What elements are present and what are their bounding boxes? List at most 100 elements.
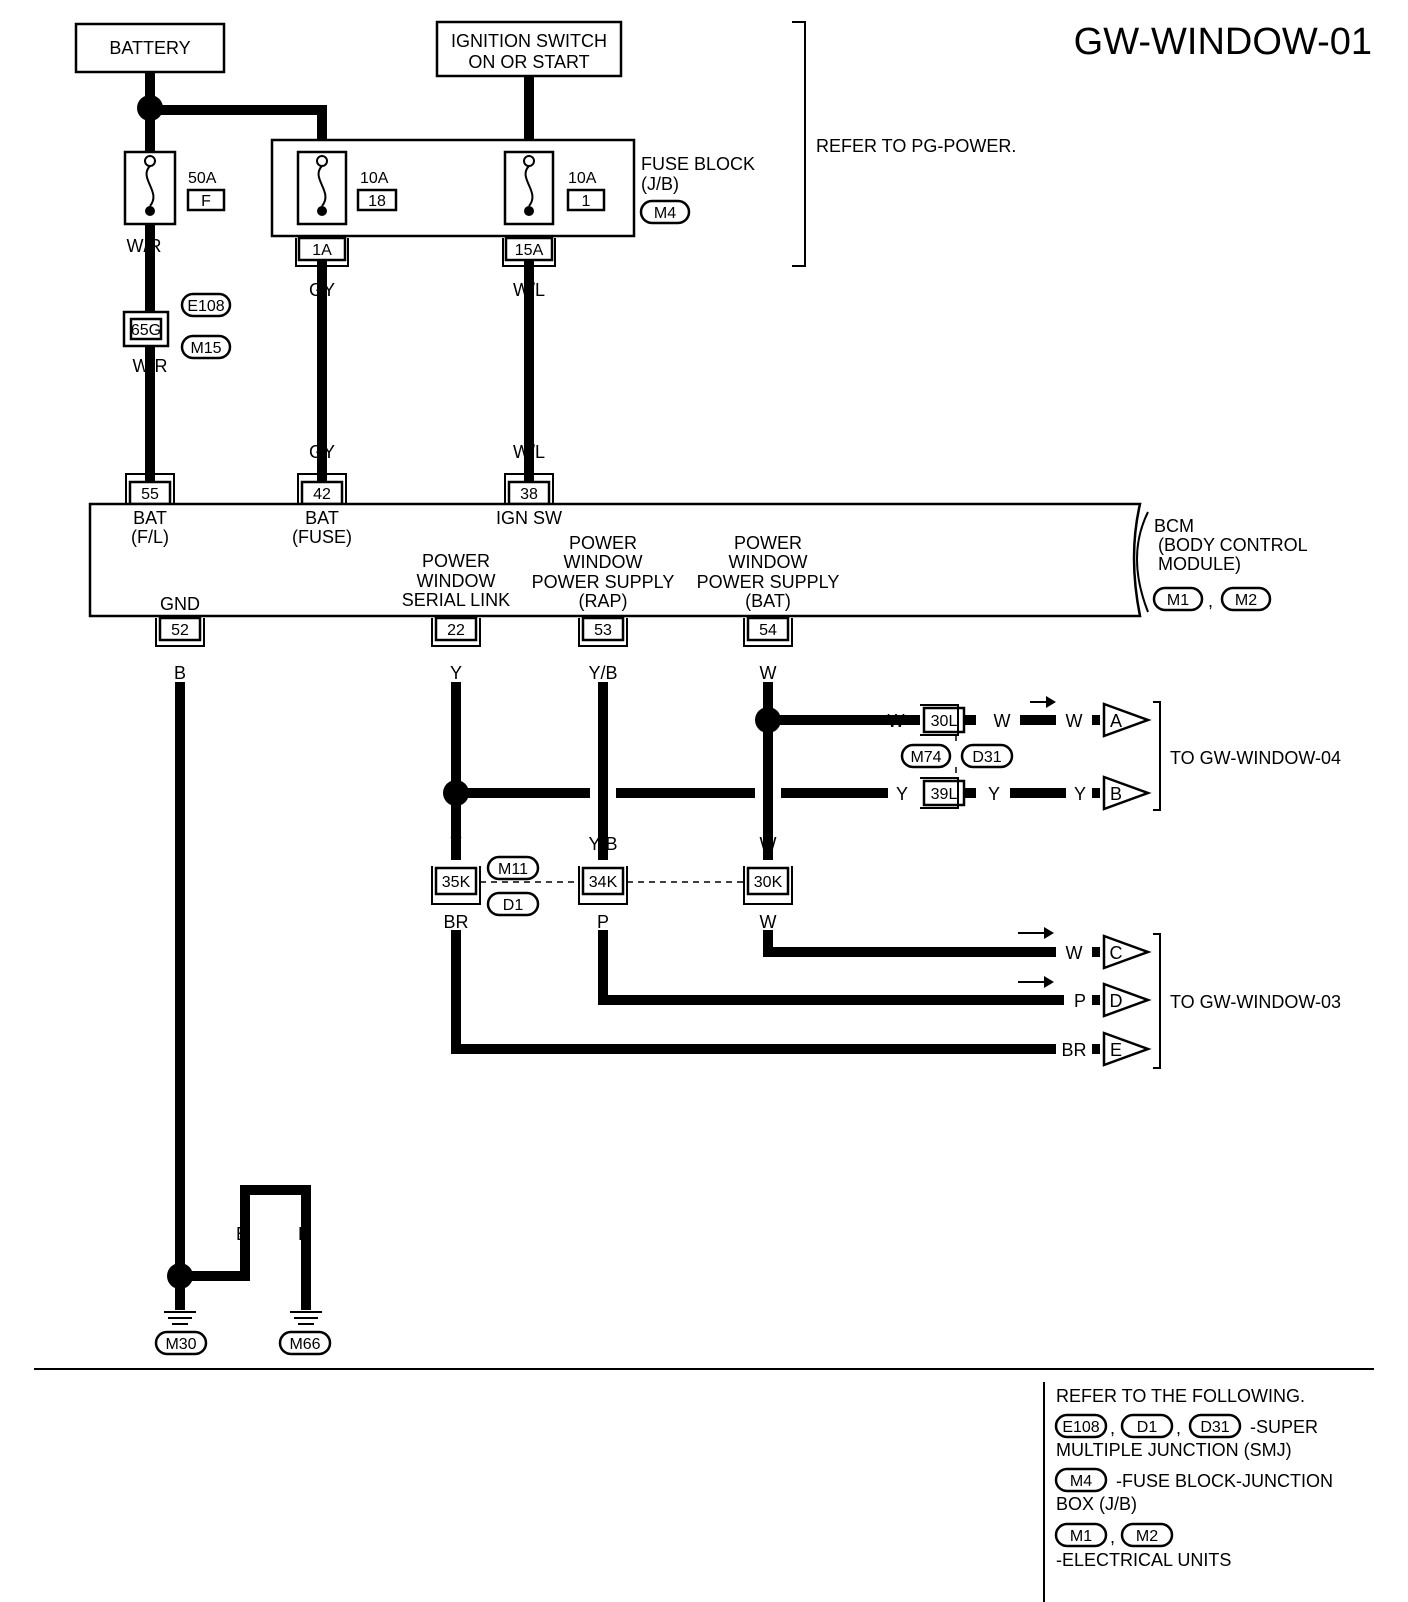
- legend-e108: E108: [1062, 1419, 1099, 1436]
- ground-symbol-m30: [164, 1311, 196, 1325]
- m74-label: M74: [910, 749, 941, 766]
- svg-text:30L: 30L: [931, 713, 958, 730]
- svg-text:53: 53: [594, 622, 612, 639]
- svg-text:35K: 35K: [442, 874, 471, 891]
- legend-title: REFER TO THE FOLLOWING.: [1056, 1386, 1305, 1406]
- d1-label: D1: [503, 897, 524, 914]
- wire-label-b-3: B: [236, 1224, 248, 1244]
- wire-label-y-1: Y: [450, 663, 462, 683]
- wire-label-yb-1: Y/B: [588, 663, 617, 683]
- ignition-label-line1: IGNITION SWITCH: [451, 31, 607, 51]
- wire-label-yb-2: Y/B: [588, 834, 617, 854]
- wire-label-b-4: B: [298, 1224, 310, 1244]
- wire-label-b-1: B: [174, 663, 186, 683]
- m15-oval: [180, 334, 232, 360]
- wire-label-y-b2: Y: [988, 784, 1000, 804]
- wire-label-y-2: Y: [450, 834, 462, 854]
- d31-oval: [960, 743, 1014, 769]
- legend-m4: M4: [1070, 1473, 1092, 1490]
- svg-text:C: C: [1110, 943, 1123, 963]
- wire-label-w-a1: W: [888, 711, 905, 731]
- legend-m4-oval: [1054, 1467, 1108, 1493]
- bcm-name-l3: MODULE): [1158, 554, 1241, 574]
- wire-ground-loop: [180, 1185, 311, 1310]
- wire-battery-branch: [150, 105, 327, 140]
- wire-br-to-e: [451, 930, 1056, 1054]
- m66-label: M66: [289, 1336, 320, 1353]
- svg-text:B: B: [1110, 784, 1122, 804]
- terminal-b: B: [1102, 775, 1152, 811]
- wire-label-gy-2: GY: [309, 442, 335, 462]
- connector-52: 52: [155, 616, 205, 647]
- legend-smj-t1: -SUPER: [1250, 1417, 1318, 1437]
- bcm-pin22-l2: WINDOW: [417, 571, 496, 591]
- ground-symbol-m66: [290, 1311, 322, 1325]
- wire-label-p: P: [597, 912, 609, 932]
- bcm-box: [88, 502, 1142, 618]
- m74-oval: [900, 743, 952, 769]
- splice-battery: [137, 95, 163, 121]
- fuse-block-label: FUSE BLOCK: [641, 154, 755, 174]
- legend-d31: D31: [1200, 1419, 1229, 1436]
- svg-text:,: ,: [1176, 1418, 1181, 1438]
- bcm-name-l1: BCM: [1154, 516, 1194, 536]
- wire-label-w-a2: W: [994, 711, 1011, 731]
- svg-text:54: 54: [759, 622, 777, 639]
- svg-text:30K: 30K: [754, 874, 783, 891]
- e108-oval: [180, 292, 232, 318]
- connector-35k: 35K: [431, 866, 481, 905]
- fuse-block-conn-oval: [639, 199, 691, 225]
- legend-m2-oval: [1120, 1522, 1174, 1548]
- fuse1-id: 1: [582, 193, 591, 210]
- connector-38: 38: [504, 473, 554, 506]
- connector-34k: 34K: [578, 866, 628, 905]
- svg-text:D: D: [1110, 991, 1123, 1011]
- connector-65g: 65G: [122, 310, 170, 348]
- legend-jb-t2: BOX (J/B): [1056, 1494, 1137, 1514]
- bcm-pin54-l1: POWER: [734, 533, 802, 553]
- wire-w-to-c: [763, 930, 1056, 957]
- wire-p-to-d: [598, 930, 1064, 1005]
- svg-text:E: E: [1110, 1040, 1122, 1060]
- ignition-label-line2: ON OR START: [468, 52, 589, 72]
- wire-label-p-d: P: [1074, 991, 1086, 1011]
- bracket-04: [1153, 701, 1161, 811]
- wire-label-br: BR: [443, 912, 468, 932]
- bcm-pin38: IGN SW: [496, 508, 562, 528]
- terminal-d: D: [1102, 982, 1152, 1018]
- bcm-pin22-l1: POWER: [422, 551, 490, 571]
- bcm-pin54-l4: (BAT): [745, 591, 791, 611]
- connector-53: 53: [578, 616, 628, 647]
- wire-label-wr-2: W/R: [133, 356, 168, 376]
- bcm-pin42-l2: (FUSE): [292, 527, 352, 547]
- wire-label-br-e: BR: [1061, 1040, 1086, 1060]
- m11-oval: [486, 855, 540, 881]
- bcm-pin55-l2: (F/L): [131, 527, 169, 547]
- wire-label-y-b1: Y: [896, 784, 908, 804]
- fuse18-amp: 10A: [360, 170, 389, 187]
- to-gw-window-03: TO GW-WINDOW-03: [1170, 992, 1341, 1012]
- connector-22: 22: [431, 616, 481, 647]
- bcm-conn-m2: M2: [1235, 592, 1257, 609]
- fuse-block-conn: M4: [654, 205, 676, 222]
- e108-label: E108: [187, 298, 224, 315]
- bcm-pin22-l3: SERIAL LINK: [402, 590, 510, 610]
- legend-m1-oval: [1054, 1522, 1108, 1548]
- svg-text:39L: 39L: [931, 786, 958, 803]
- legend-d31-oval: [1188, 1413, 1242, 1439]
- fuse18-id: 18: [368, 193, 386, 210]
- legend-m1: M1: [1070, 1528, 1092, 1545]
- legend-e108-oval: [1054, 1413, 1108, 1439]
- bcm-pin54-l2: WINDOW: [729, 552, 808, 572]
- power-bracket: [792, 21, 806, 267]
- refer-power-note: REFER TO PG-POWER.: [816, 136, 1016, 156]
- bcm-pin53-l3: POWER SUPPLY: [532, 572, 675, 592]
- wire-label-w-c: W: [1066, 943, 1083, 963]
- connector-42: 42: [297, 473, 347, 506]
- bcm-conn-m1-oval: [1152, 586, 1204, 612]
- legend-d1-oval: [1120, 1413, 1174, 1439]
- battery-box: BATTERY: [74, 22, 226, 74]
- terminal-c: C: [1102, 934, 1152, 970]
- legend-eu-t: -ELECTRICAL UNITS: [1056, 1550, 1231, 1570]
- bcm-pin54-l3: POWER SUPPLY: [697, 572, 840, 592]
